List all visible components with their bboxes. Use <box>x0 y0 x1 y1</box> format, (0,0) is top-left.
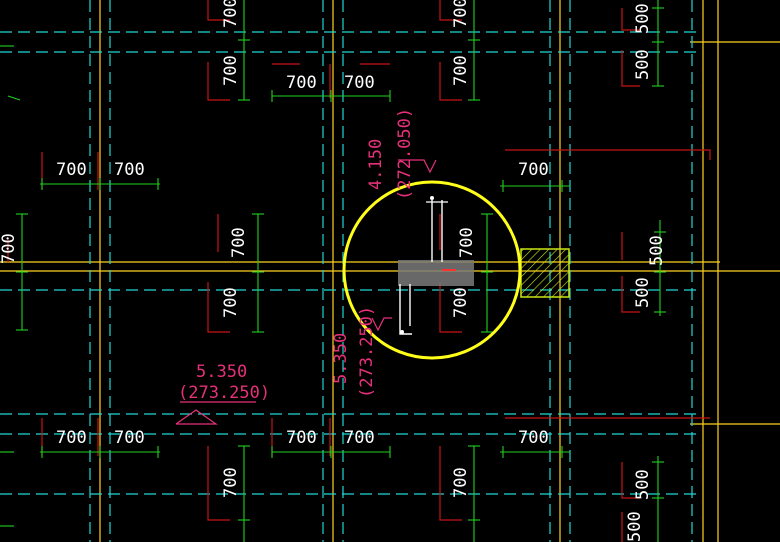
dimension-text: 700 <box>221 287 241 318</box>
dimension-lines <box>0 0 666 542</box>
dimension-text: 700 <box>451 0 471 28</box>
dimension-text: 700 <box>229 227 249 258</box>
dimension-text: 700 <box>451 287 471 318</box>
level-mark-upper[interactable]: 4.150 (272.050) <box>366 108 437 200</box>
dimension-text: 700 <box>518 160 549 180</box>
dimension-text: 500 <box>633 49 653 80</box>
dimension-text: 700 <box>518 428 549 448</box>
level-left-absolute: (273.250) <box>357 306 377 398</box>
dimension-text: 500 <box>633 469 653 500</box>
level-lower-absolute: (273.250) <box>178 383 270 403</box>
dimension-text: 700 <box>286 428 317 448</box>
dimension-text: 700 <box>0 233 19 264</box>
dimension-text: 700 <box>457 227 477 258</box>
dimension-text: 700 <box>451 55 471 86</box>
dimension-text: 500 <box>633 277 653 308</box>
column-section[interactable] <box>398 196 474 335</box>
dimension-text: 700 <box>221 467 241 498</box>
highlight-circle <box>342 180 522 360</box>
level-mark-left[interactable]: 5.350 (273.250) <box>331 306 392 398</box>
dimension-text: 700 <box>344 428 375 448</box>
dimension-text: 700 <box>114 160 145 180</box>
dimension-text: 500 <box>633 3 653 34</box>
level-upper-absolute: (272.050) <box>395 108 415 200</box>
dimension-text: 700 <box>56 160 87 180</box>
level-lower-value: 5.350 <box>196 362 247 382</box>
dimension-text: 700 <box>286 73 317 93</box>
hatched-column[interactable] <box>520 248 570 298</box>
beam-dashed-lines <box>0 0 700 542</box>
level-left-value: 5.350 <box>331 333 351 384</box>
dimension-text: 700 <box>221 0 241 28</box>
level-upper-value: 4.150 <box>366 139 386 190</box>
dimension-text: 700 <box>221 55 241 86</box>
column-section-fill <box>398 260 474 286</box>
dimension-text: 700 <box>56 428 87 448</box>
dimension-text: 700 <box>114 428 145 448</box>
dimension-text: 700 <box>451 467 471 498</box>
dimension-text: 700 <box>344 73 375 93</box>
dimension-text: 500 <box>625 511 645 542</box>
level-mark-lower[interactable]: 5.350 (273.250) <box>175 362 270 425</box>
dimension-text: 500 <box>647 235 667 266</box>
